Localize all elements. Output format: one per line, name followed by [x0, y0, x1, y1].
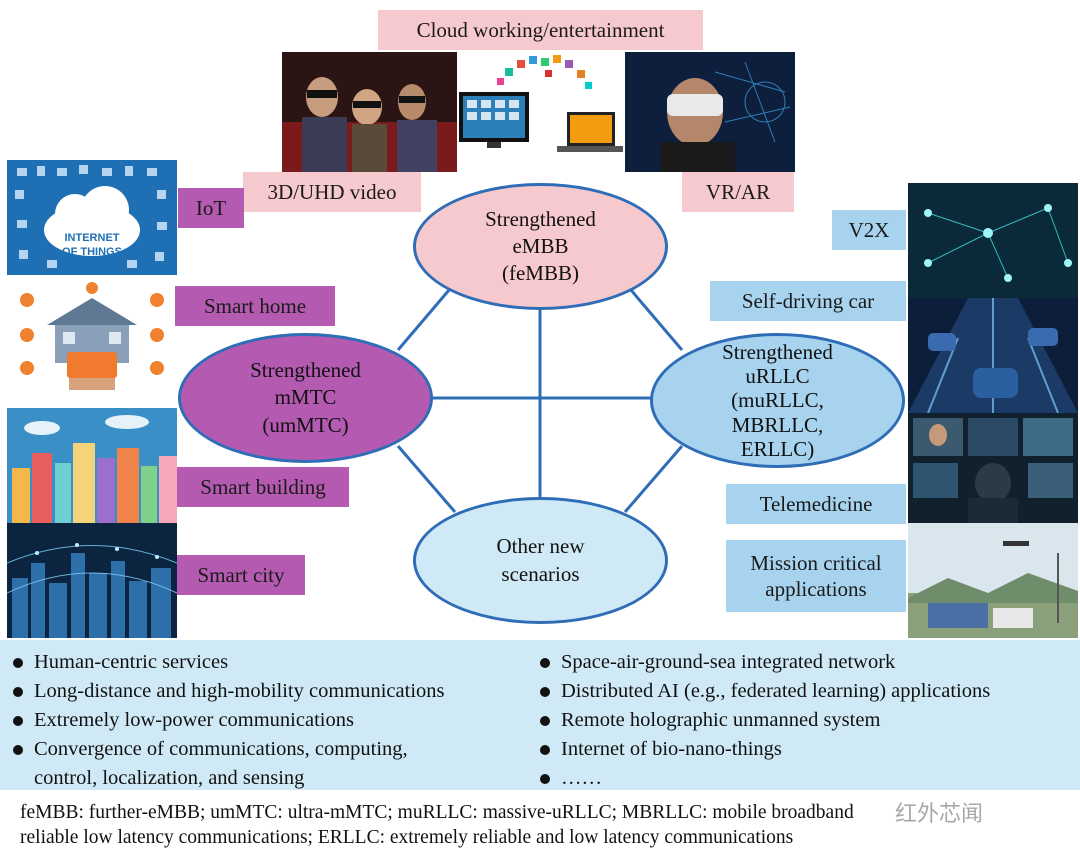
embb-line3: (feMBB) [502, 261, 579, 286]
mmtc-line1: Strengthened [250, 358, 361, 383]
footnote-line2: reliable low latency communications; ERL… [20, 827, 794, 848]
mission-critical-line2: applications [765, 577, 867, 601]
v2x-photo [908, 183, 1078, 298]
bullet-right-2: Remote holographic unmanned system [533, 706, 1078, 735]
bullet-right-4: …… [533, 764, 1078, 793]
other-line2: scenarios [501, 561, 580, 586]
devices-apps-graphic [457, 52, 625, 172]
vr-ar-label: VR/AR [682, 172, 794, 212]
urllc-line5: ERLLC) [740, 436, 815, 461]
v2x-label: V2X [832, 210, 906, 250]
watermark-text: 红外芯闻 [895, 802, 984, 827]
ellipse-urllc: Strengthened uRLLC (muRLLC, MBRLLC, ERLL… [650, 333, 905, 468]
bullet-left-3-continued: control, localization, and sensing [34, 767, 305, 789]
urllc-line1: Strengthened [722, 340, 833, 365]
bullet-left-3: Convergence of communications, computing… [6, 735, 526, 764]
bullet-right-0: Space-air-ground-sea integrated network [533, 648, 1078, 677]
self-driving-car-photo [908, 298, 1078, 413]
mission-critical-label: Mission critical applications [726, 540, 906, 612]
iot-label: IoT [178, 188, 244, 228]
iot-image-line2: OF THINGS [62, 246, 122, 258]
urllc-line4: MBRLLC, [731, 412, 824, 437]
urllc-line2: uRLLC [745, 364, 810, 389]
cinema-3d-photo [282, 52, 457, 172]
embb-line2: eMBB [512, 233, 569, 258]
ellipse-feMBB: Strengthened eMBB (feMBB) [413, 183, 668, 310]
footnote-line1: feMBB: further-eMBB; umMTC: ultra-mMTC; … [20, 802, 854, 823]
bullets-left-list: Human-centric services Long-distance and… [6, 648, 526, 793]
bullet-left-1: Long-distance and high-mobility communic… [6, 677, 526, 706]
smart-home-graphic [7, 280, 177, 395]
iot-image-line1: INTERNET [64, 232, 120, 244]
urllc-line3: (muRLLC, [731, 388, 824, 413]
smart-city-label: Smart city [177, 555, 305, 595]
bullet-left-0: Human-centric services [6, 648, 526, 677]
cloud-working-label: Cloud working/entertainment [378, 10, 703, 50]
smart-building-label: Smart building [177, 467, 349, 507]
telemedicine-label: Telemedicine [726, 484, 906, 524]
other-line1: Other new [496, 534, 585, 559]
smart-home-label: Smart home [175, 286, 335, 326]
3d-uhd-video-label: 3D/UHD video [243, 172, 421, 212]
abbreviation-footnote: feMBB: further-eMBB; umMTC: ultra-mMTC; … [20, 800, 1070, 850]
bullet-right-1: Distributed AI (e.g., federated learning… [533, 677, 1078, 706]
mmtc-line2: mMTC [274, 385, 337, 410]
vr-headset-photo [625, 52, 795, 172]
self-driving-car-label: Self-driving car [710, 281, 906, 321]
bullets-right-list: Space-air-ground-sea integrated network … [533, 648, 1078, 793]
bullet-left-2: Extremely low-power communications [6, 706, 526, 735]
embb-line1: Strengthened [485, 206, 596, 231]
mmtc-line3: (umMTC) [262, 412, 349, 437]
telemedicine-photo [908, 413, 1078, 523]
mission-critical-photo [908, 523, 1078, 638]
bullet-right-3: Internet of bio-nano-things [533, 735, 1078, 764]
scenario-bullets-panel: Human-centric services Long-distance and… [0, 640, 1080, 790]
ellipse-umMTC: Strengthened mMTC (umMTC) [178, 333, 433, 463]
smart-city-photo [7, 523, 177, 638]
mission-critical-line1: Mission critical [750, 550, 882, 575]
smart-building-graphic [7, 408, 177, 523]
ellipse-other-scenarios: Other new scenarios [413, 497, 668, 624]
iot-cloud-graphic: INTERNET OF THINGS [7, 160, 177, 275]
